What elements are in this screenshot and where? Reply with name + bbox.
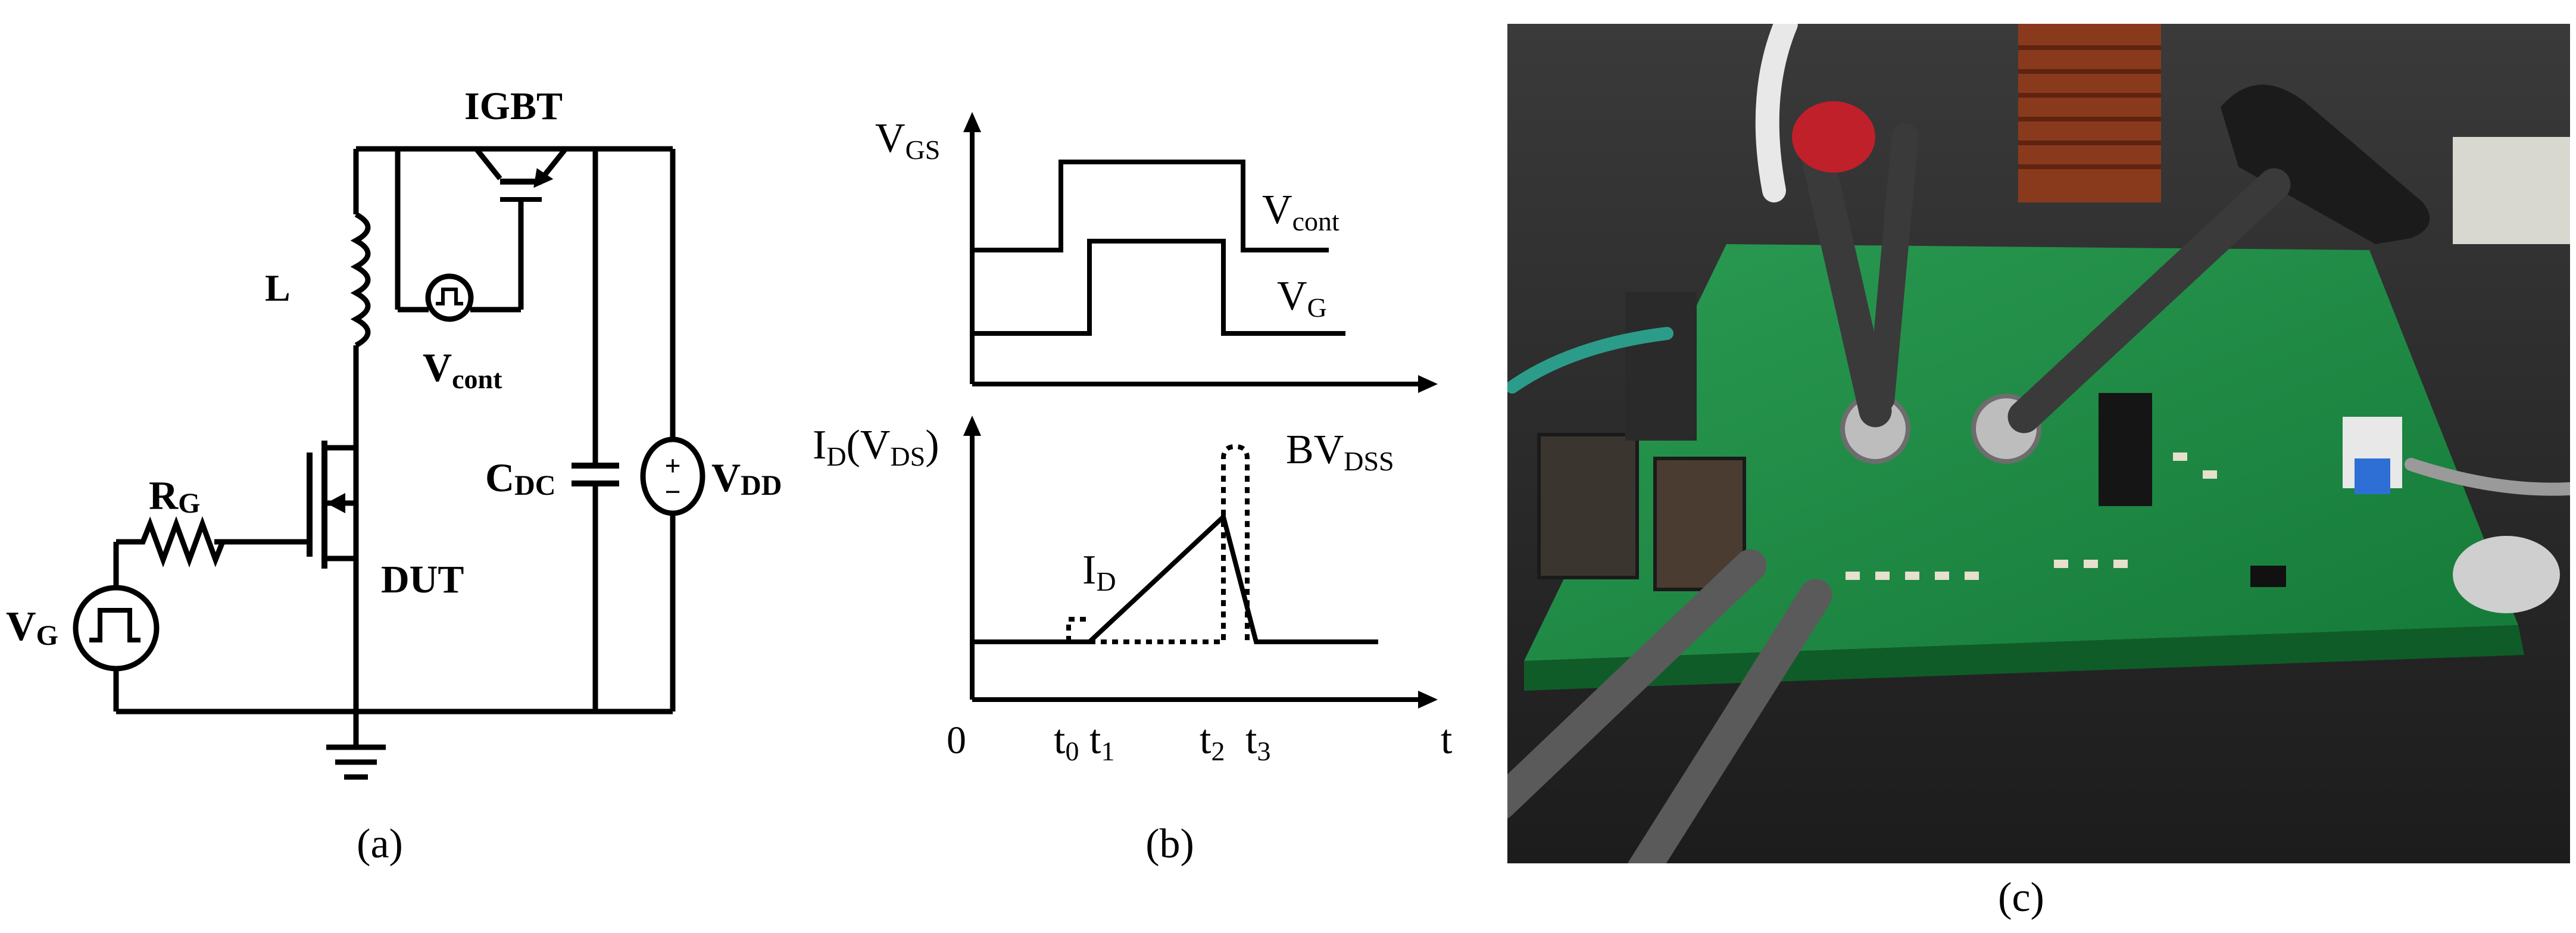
time-axis-label: t xyxy=(1441,717,1453,763)
tick-t3: t3 xyxy=(1245,717,1270,766)
transistor-package xyxy=(1625,292,1697,441)
relay-component xyxy=(2099,393,2152,506)
igbt-emitter-lead xyxy=(539,147,568,180)
vcont-trace xyxy=(972,160,1329,252)
coil-windings xyxy=(2018,45,2161,169)
top-y-arrow xyxy=(963,112,981,132)
vdd-minus-sign: − xyxy=(664,476,680,508)
vds-avalanche-trace xyxy=(1089,444,1250,644)
vg-trace-label: VG xyxy=(1277,273,1327,323)
vg-label: VG xyxy=(6,604,58,651)
id-vds-axis-label: ID(VDS) xyxy=(813,422,939,472)
bvdss-label: BVDSS xyxy=(1286,427,1394,476)
circuit-labels: IGBT L Vcont RG VG DUT CDC VDD + − (a) xyxy=(6,85,782,867)
vcont-source xyxy=(425,273,474,322)
vg-source xyxy=(73,585,160,672)
caption-c: (c) xyxy=(1998,875,2044,920)
vg-pulse-glyph xyxy=(89,608,140,642)
dut-body-arrow xyxy=(326,493,345,513)
vdd-label: VDD xyxy=(711,455,782,501)
vds-trace-start xyxy=(1066,617,1089,642)
red-probe-clip xyxy=(1792,101,1875,173)
vcont-pulse-glyph xyxy=(436,288,463,305)
vdd-plus-sign: + xyxy=(664,450,680,482)
vg-trace xyxy=(972,239,1345,336)
bnc-connector xyxy=(2453,536,2560,613)
vcont-label: Vcont xyxy=(423,345,502,394)
cables xyxy=(1507,24,2570,863)
top-x-arrow xyxy=(1418,375,1438,393)
rg-resistor xyxy=(116,516,227,568)
tick-t1: t1 xyxy=(1089,717,1114,766)
cdc-label: CDC xyxy=(485,455,555,501)
id-trace-label: ID xyxy=(1082,547,1116,597)
dut-label: DUT xyxy=(381,558,464,601)
bottom-x-arrow xyxy=(1418,691,1438,709)
current-probe xyxy=(2221,85,2430,245)
inductor-coil-photo xyxy=(2018,24,2161,202)
vcont-trace-label: Vcont xyxy=(1262,187,1339,236)
igbt-label: IGBT xyxy=(464,85,563,128)
caption-a: (a) xyxy=(357,821,403,867)
timing-labels: VGS Vcont VG ID(VDS) BVDSS ID 0 t t0 t1 … xyxy=(813,116,1453,867)
bottom-y-arrow xyxy=(963,416,981,436)
breadboard xyxy=(2453,137,2570,244)
rg-label: RG xyxy=(149,473,200,519)
igbt-collector-lead xyxy=(474,147,502,180)
timing-diagram xyxy=(963,112,1438,709)
connector-left xyxy=(1537,433,1639,579)
caption-b: (b) xyxy=(1145,821,1194,867)
inductor-label: L xyxy=(265,267,291,309)
time-origin-label: 0 xyxy=(947,719,966,762)
smd-components xyxy=(1846,453,2217,580)
test-board-photo xyxy=(1507,24,2570,863)
ic-chip xyxy=(2250,566,2286,587)
blue-button xyxy=(2355,458,2390,494)
id-trace xyxy=(972,512,1378,644)
inductor-coil xyxy=(350,212,371,348)
circuit-schematic xyxy=(73,146,705,780)
igbt-arrow xyxy=(533,168,554,188)
vgs-axis-label: VGS xyxy=(875,116,940,165)
tick-t2: t2 xyxy=(1200,717,1225,766)
tick-t0: t0 xyxy=(1054,717,1079,766)
